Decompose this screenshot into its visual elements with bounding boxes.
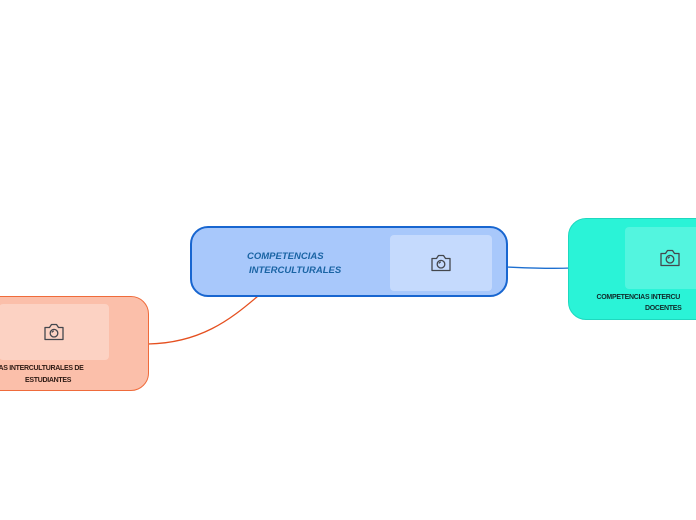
central-topic-node[interactable]: COMPETENCIAS INTERCULTURALES <box>190 226 508 297</box>
subtopic-docentes-label-line2: DOCENTES <box>645 305 682 312</box>
connector-central-to-docentes <box>505 266 572 270</box>
subtopic-estudiantes-label-line2: ESTUDIANTES <box>25 377 72 384</box>
central-topic-label: COMPETENCIAS INTERCULTURALES <box>247 250 341 278</box>
subtopic-docentes-label: COMPETENCIAS INTERCU DOCENTES <box>595 292 682 314</box>
camera-icon <box>659 248 681 268</box>
camera-icon <box>43 322 65 342</box>
camera-icon <box>430 253 452 273</box>
connector-central-to-estudiantes <box>147 295 259 345</box>
central-topic-image-placeholder[interactable] <box>390 235 492 291</box>
subtopic-estudiantes-image-placeholder[interactable] <box>0 304 109 360</box>
subtopic-estudiantes-label-line1: TENCIAS INTERCULTURALES DE <box>0 365 84 372</box>
central-topic-label-line1: COMPETENCIAS <box>247 251 324 262</box>
subtopic-estudiantes-label: TENCIAS INTERCULTURALES DE ESTUDIANTES <box>0 363 84 387</box>
subtopic-docentes-label-line1: COMPETENCIAS INTERCU <box>596 294 681 301</box>
subtopic-node-estudiantes[interactable]: TENCIAS INTERCULTURALES DE ESTUDIANTES <box>0 296 149 391</box>
subtopic-docentes-image-placeholder[interactable] <box>625 227 696 289</box>
central-topic-label-line2: INTERCULTURALES <box>249 265 342 276</box>
subtopic-node-docentes[interactable]: COMPETENCIAS INTERCU DOCENTES <box>568 218 696 320</box>
